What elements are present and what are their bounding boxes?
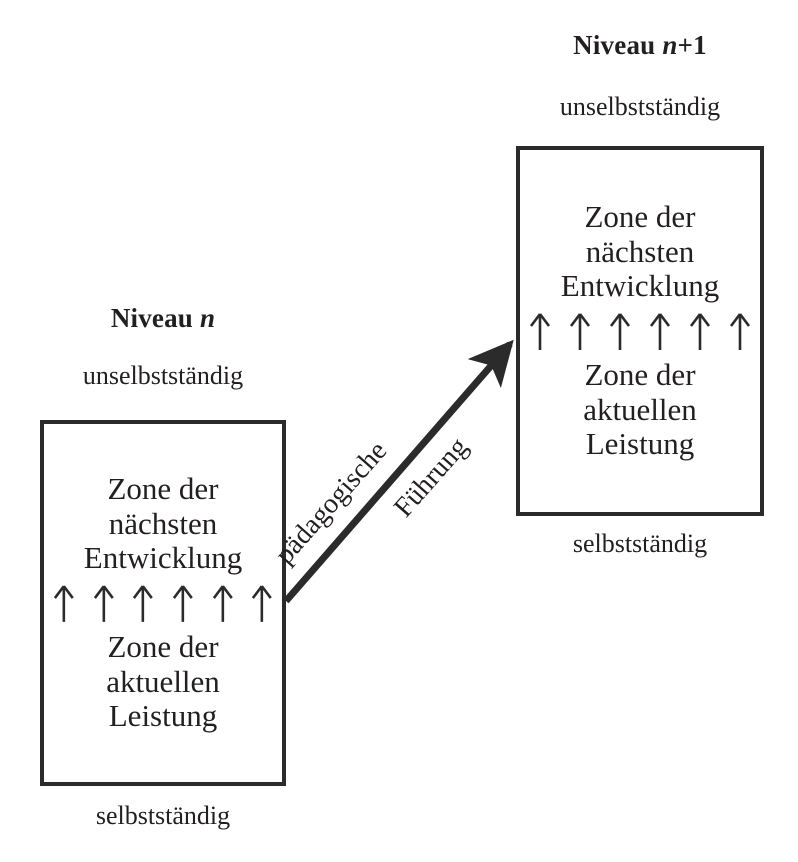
up-arrow-icon: [252, 585, 273, 622]
level-n-heading-prefix: Niveau: [110, 303, 194, 333]
guidance-label-upper: pädagogische: [269, 435, 394, 571]
up-arrow-icon: [133, 585, 154, 622]
level-n-plus-1-heading-variable: n: [662, 30, 678, 60]
level-n-plus-1-heading-suffix: +1: [677, 30, 707, 60]
level-n-plus-1-lower-zone-text: Zone der aktuellen Leistung: [583, 357, 697, 462]
level-n-heading: Niveau n: [40, 305, 286, 332]
level-n-heading-variable: n: [199, 303, 216, 333]
up-arrow-icon: [569, 313, 591, 350]
level-n-upper-zone-text: Zone der nächsten Entwicklung: [83, 470, 243, 576]
level-n-plus-1-heading-prefix: Niveau: [573, 30, 656, 60]
level-n-lower-zone-text: Zone der aktuellen Leistung: [106, 629, 220, 734]
up-arrow-icon: [529, 313, 551, 350]
level-n-top-label: unselbstständig: [82, 361, 244, 390]
up-arrow-icon: [93, 585, 114, 622]
level-n-plus-1-growth-arrows: [520, 310, 760, 352]
up-arrow-icon: [609, 313, 631, 350]
level-n-plus-1-top-label: unselbstständig: [559, 92, 721, 121]
level-n-box: Zone der nächsten Entwicklung Zone der a…: [40, 420, 286, 786]
level-n-growth-arrows: [44, 582, 282, 624]
level-n-bottom-label: selbstständig: [95, 801, 231, 830]
level-n-plus-1-box: Zone der nächsten Entwicklung Zone der a…: [516, 146, 764, 516]
up-arrow-icon: [53, 585, 74, 622]
up-arrow-icon: [649, 313, 671, 350]
level-n-plus-1-heading: Niveau n+1: [516, 32, 764, 59]
up-arrow-icon: [689, 313, 711, 350]
level-n-plus-1-upper-zone-text: Zone der nächsten Entwicklung: [560, 198, 720, 304]
level-n-plus-1-bottom-label: selbstständig: [572, 529, 708, 558]
up-arrow-icon: [172, 585, 193, 622]
guidance-label-lower: Führung: [387, 431, 475, 524]
up-arrow-icon: [729, 313, 751, 350]
up-arrow-icon: [212, 585, 233, 622]
